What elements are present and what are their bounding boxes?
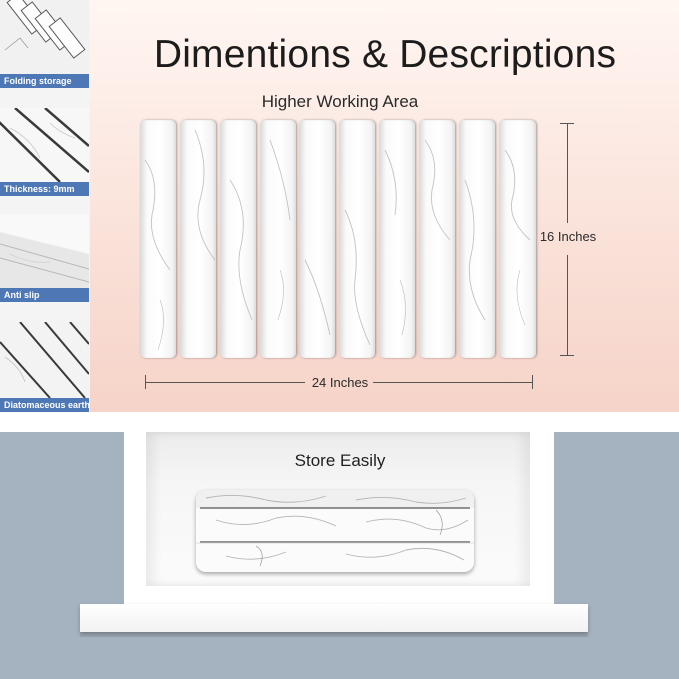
feature-label-anti-slip: Anti slip [0,288,89,302]
feature-sidebar: Folding storage Thickness: 9mm Anti slip [0,0,90,412]
mat-slat [339,120,375,358]
feature-label-diatomaceous-earth: Diatomaceous earth [0,398,89,412]
drawer-front-panel [80,604,588,632]
feature-label-thickness: Thickness: 9mm [0,182,89,196]
folded-mat-in-drawer [196,490,474,572]
mat-slat [459,120,495,358]
store-easily-label: Store Easily [294,451,386,470]
mat-slat [299,120,335,358]
marble-mat-illustration [140,120,536,358]
mat-slat [499,120,536,358]
mat-slat [260,120,296,358]
page-title: Dimentions & Descriptions [153,33,617,76]
width-label: 24 Inches [311,375,369,390]
page-subtitle: Higher Working Area [261,92,419,111]
mat-slat [140,120,176,358]
anti-slip-thumbnail [0,214,89,288]
folded-mat-thumbnail [0,0,89,74]
mat-slat [180,120,216,358]
section-divider [0,412,679,432]
drawer-shadow [80,632,588,637]
mat-slat [220,120,256,358]
height-dimension-line [560,123,574,356]
mat-slat [379,120,415,358]
marble-veins [144,129,531,351]
mat-thickness-thumbnail [0,108,89,182]
height-label: 16 Inches [539,229,597,244]
feature-label-folding-storage: Folding storage [0,74,89,88]
diatomaceous-earth-thumbnail [0,322,89,398]
width-dimension-line [145,375,533,389]
